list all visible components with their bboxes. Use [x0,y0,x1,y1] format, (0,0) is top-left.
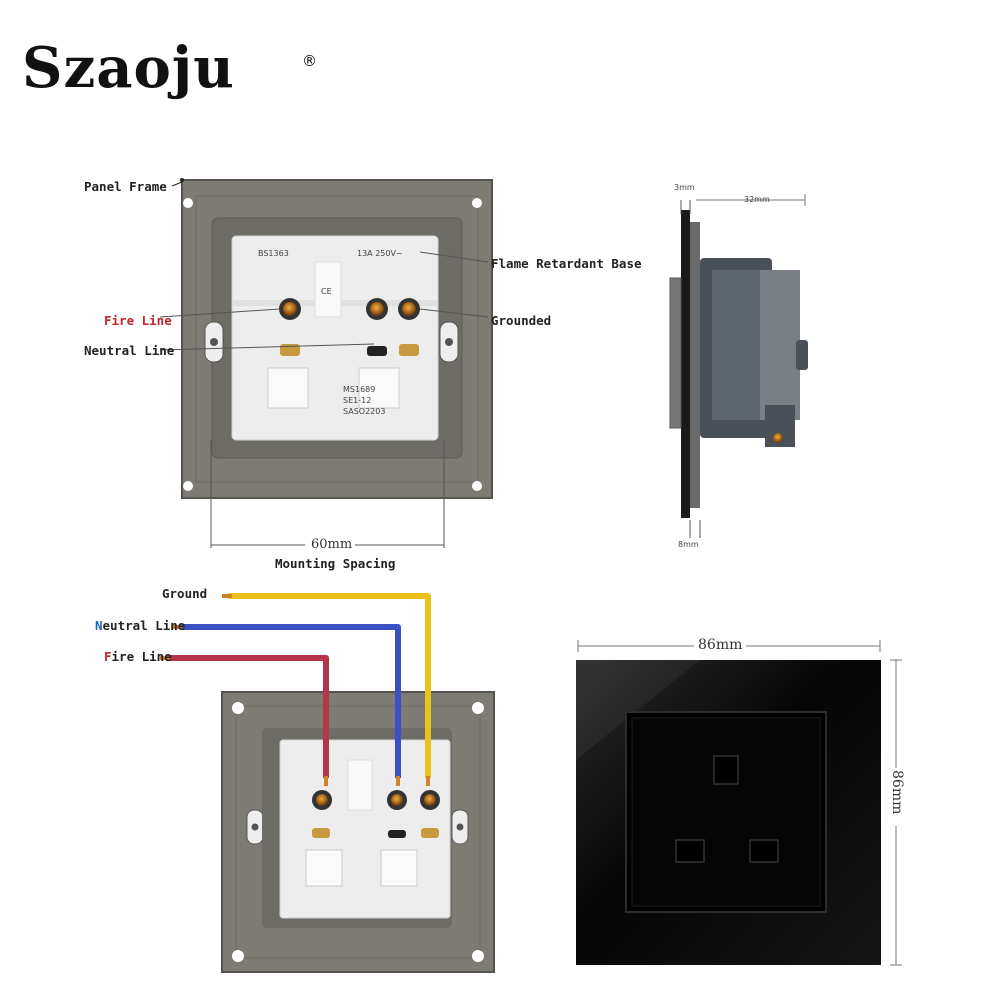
wire-ground-label: Ground [162,586,208,601]
fire-highlight-letter: F [104,649,112,664]
mounting-spacing-label: Mounting Spacing [275,556,396,571]
neutral-rest: eutral Line [102,618,186,633]
back-view-socket [159,178,493,548]
marking-ms: MS1689 [343,385,376,394]
front-view-socket [576,640,902,966]
wire-neutral-label: Neutral Line [95,618,186,633]
neutral-line-label: Neutral Line [84,343,175,358]
neutral-highlight-letter: N [95,618,103,633]
side-dim-bottom: 8mm [678,540,699,549]
flame-retardant-base-label: Flame Retardant Base [491,256,642,271]
marking-se: SE1-12 [343,396,372,405]
mounting-dimension: 60mm [311,537,353,552]
panel-frame-label: Panel Frame [84,179,167,194]
marking-bs1363: BS1363 [258,249,289,258]
marking-saso: SASO2203 [343,407,386,416]
wire-fire-label: Fire Line [104,649,172,664]
grounded-label: Grounded [491,313,552,328]
marking-ce: CE [321,287,332,296]
fire-rest: ire Line [111,649,172,664]
side-dim-depth: 32mm [744,195,770,204]
front-height-dim: 86mm [889,770,905,815]
wiring-view-socket [160,593,495,973]
brand-logo: Szaoju [22,35,235,101]
side-dim-front: 3mm [674,183,695,192]
marking-rating: 13A 250V~ [357,249,403,258]
front-width-dim: 86mm [698,637,743,653]
fire-line-label: Fire Line [104,313,172,328]
side-view-socket [669,194,808,538]
registered-mark: ® [302,52,317,70]
